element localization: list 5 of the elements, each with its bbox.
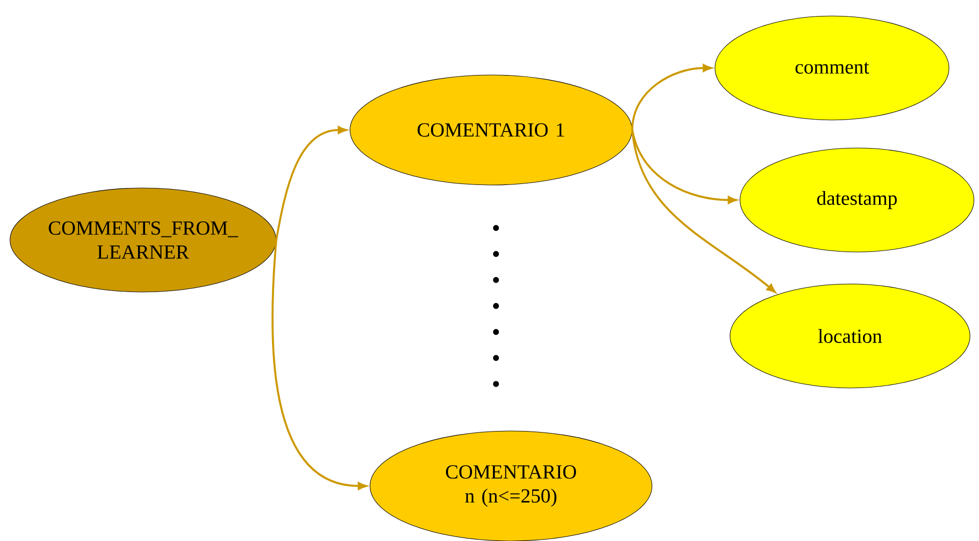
arrow bbox=[275, 126, 347, 240]
arrow bbox=[631, 130, 776, 293]
arrow bbox=[631, 64, 712, 130]
arrow bbox=[272, 240, 367, 490]
arrow bbox=[631, 130, 737, 204]
